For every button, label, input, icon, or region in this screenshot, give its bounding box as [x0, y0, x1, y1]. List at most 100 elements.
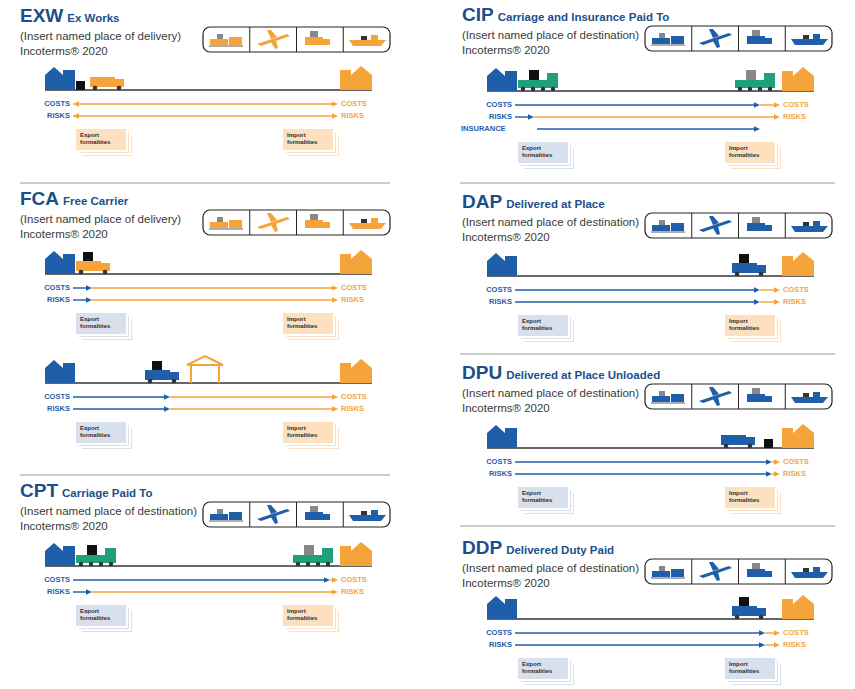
flow-label: COSTS [10, 283, 70, 293]
ground-line [487, 90, 814, 92]
flow-line [73, 287, 87, 288]
document-text: Export formalities [80, 425, 122, 439]
arrow-head [332, 101, 338, 107]
plane-wing [709, 216, 719, 225]
term-code: DDP [462, 537, 502, 558]
cargo-box [152, 361, 162, 370]
mode-divider [343, 502, 344, 527]
wheel [748, 87, 752, 91]
ground-line [45, 382, 372, 384]
road-icon [229, 220, 242, 228]
ship-icon [791, 397, 828, 403]
term-name: Ex Works [67, 12, 119, 24]
cargo-icon [310, 31, 318, 37]
document-text: Export formalities [522, 661, 564, 675]
cargo-icon [659, 33, 665, 38]
term-name: Carriage Paid To [62, 487, 153, 499]
flow-label: RISKS [10, 111, 70, 121]
arrow-head [528, 114, 534, 120]
document-text: Export formalities [80, 608, 122, 622]
arrow-head [774, 471, 780, 477]
plane-wing [267, 505, 277, 514]
flow-line [170, 396, 333, 397]
train-cab [764, 73, 775, 80]
cargo-icon [752, 563, 760, 569]
arrow-head [332, 297, 338, 303]
panel-separator [460, 183, 835, 184]
flow-line [170, 408, 333, 409]
truck-cab-icon [323, 222, 330, 228]
ship-deck-icon [371, 218, 378, 223]
ground-line [487, 618, 814, 620]
plane-wing [713, 226, 720, 235]
flow-line [515, 632, 760, 633]
train-cab [547, 73, 558, 80]
cargo-icon [803, 222, 809, 226]
cargo-box [83, 252, 93, 261]
formalities-document: Export formalities [76, 605, 126, 626]
cargo-icon [310, 214, 318, 220]
term-code: CIP [462, 4, 494, 25]
flow-label: RISKS [341, 404, 364, 414]
term-title: DAPDelivered at Place [462, 191, 605, 215]
mode-divider [691, 384, 692, 409]
cargo-box [746, 70, 756, 80]
flow-label: RISKS [10, 404, 70, 414]
arrow-head [324, 577, 330, 583]
transport-mode-box [203, 502, 390, 527]
term-description: (Insert named place of delivery) Incoter… [20, 29, 198, 58]
panel-separator [20, 183, 390, 184]
term-name: Delivered at Place [506, 198, 604, 210]
buyer-building [782, 595, 814, 619]
document-text: Import formalities [729, 661, 771, 675]
arrow-head [86, 297, 92, 303]
plane-wing [267, 213, 277, 222]
document-text: Import formalities [729, 490, 771, 504]
document-text: Import formalities [287, 608, 329, 622]
flow-line [515, 473, 767, 474]
flow-label: RISKS [10, 295, 70, 305]
term-description: (Insert named place of destination) Inco… [462, 28, 640, 57]
flow-line [92, 299, 333, 300]
seller-building [487, 596, 517, 619]
ship-deck-icon [371, 35, 378, 40]
ground-line [487, 275, 814, 277]
flow-label: COSTS [783, 100, 809, 110]
flow-label: RISKS [452, 469, 512, 479]
document-text: Import formalities [287, 425, 329, 439]
mode-divider [785, 384, 786, 409]
wheel [759, 615, 764, 620]
truck-icon [747, 223, 765, 231]
cargo-box [739, 254, 749, 263]
mode-divider [249, 210, 250, 235]
term-description: (Insert named place of destination) Inco… [462, 561, 640, 590]
term-title: DPUDelivered at Place Unloaded [462, 362, 660, 386]
flow-line [534, 116, 775, 117]
road-icon [229, 512, 242, 520]
road-icon [671, 394, 684, 402]
plane-wing [713, 572, 720, 581]
term-description: (Insert named place of destination) Inco… [462, 215, 640, 244]
mode-divider [343, 210, 344, 235]
train-cab [105, 548, 116, 555]
flow-line [515, 644, 760, 645]
cargo-box [739, 597, 749, 606]
panel-separator [460, 526, 835, 527]
transport-mode-box [645, 384, 832, 409]
arrow-head [759, 642, 765, 648]
wheel [79, 270, 84, 275]
truck-body [721, 435, 746, 445]
truck-cab-icon [765, 38, 772, 44]
arrow-head [86, 589, 92, 595]
arrow-head [766, 471, 772, 477]
arrow-head [164, 406, 170, 412]
formalities-document: Export formalities [518, 142, 568, 163]
ship-deck-icon [813, 567, 820, 572]
mode-divider [296, 502, 297, 527]
cargo-icon [310, 506, 318, 512]
term-title: DDPDelivered Duty Paid [462, 537, 614, 561]
cargo-box [87, 545, 97, 555]
truck-body [145, 370, 170, 380]
mode-divider [296, 210, 297, 235]
arrow-head [332, 113, 338, 119]
